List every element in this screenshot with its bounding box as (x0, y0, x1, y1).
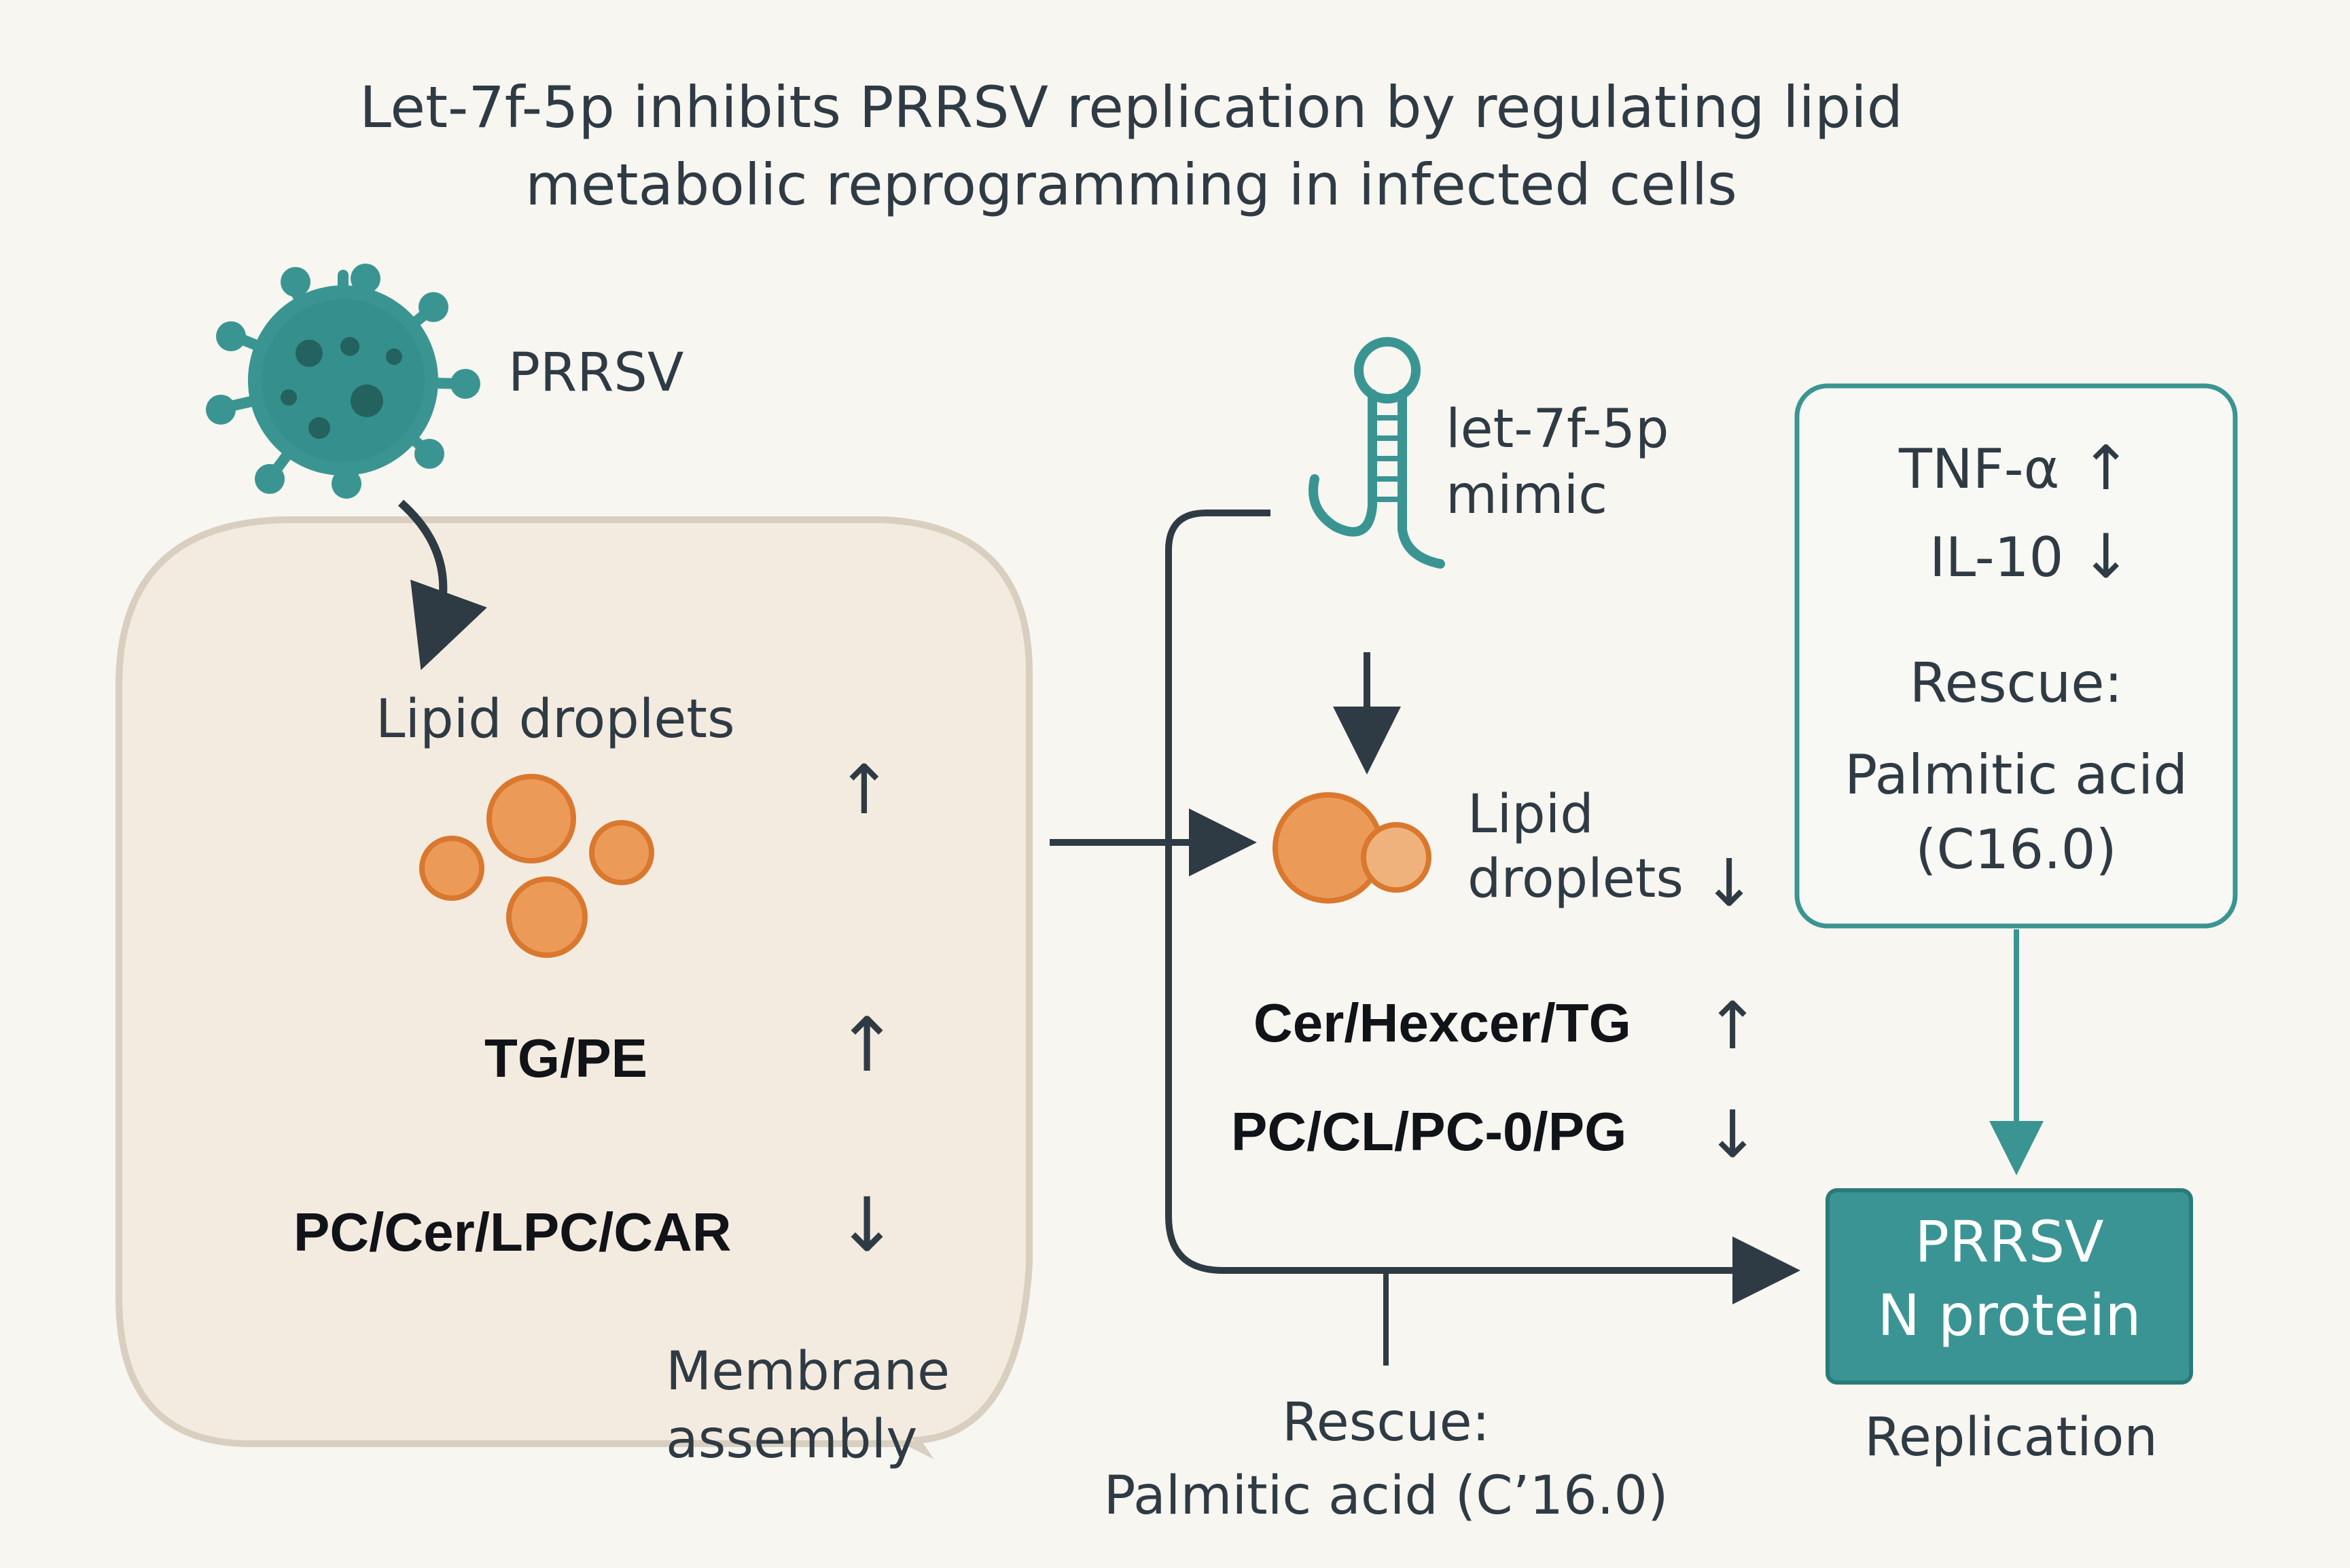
title-line-1: Let-7f-5p inhibits PRRSV replication by … (359, 74, 1903, 141)
mimic-label-line-1: let-7f-5p (1446, 399, 1669, 460)
lipid-droplets-label: Lipid droplets (376, 689, 735, 750)
pc-cl-pc0-pg-down-arrow: ↓ (1705, 1097, 1760, 1173)
pc-cl-pc0-pg-label: PC/CL/PC-0/PG (1231, 1101, 1627, 1162)
treated-lipid-down-arrow: ↓ (1702, 845, 1757, 921)
lipid-droplets-up-arrow: ↑ (836, 750, 893, 830)
tnf-alpha-up-arrow: ↑ (2080, 433, 2132, 504)
lipid-droplets-icon (419, 774, 654, 958)
infection-arrow (398, 499, 487, 671)
box-rescue-label: Rescue: (1909, 652, 2123, 715)
cytokine-box-frame (1794, 383, 2238, 929)
tnf-alpha-label: TNF-α (1899, 438, 2060, 501)
membrane-line-2: assembly (666, 1409, 918, 1470)
mimic-label-line-2: mimic (1446, 465, 1608, 526)
il10-down-arrow: ↓ (2080, 521, 2132, 592)
membrane-line-1: Membrane (666, 1341, 950, 1402)
il10-label: IL-10 (1929, 526, 2064, 589)
n-protein-line-1: PRRSV (1915, 1209, 2104, 1275)
hairpin-rna-icon (1308, 337, 1445, 569)
bottom-rescue-label: Rescue: (1282, 1392, 1490, 1453)
n-protein-line-2: N protein (1877, 1282, 2141, 1349)
pc-cer-lpc-car-label: PC/Cer/LPC/CAR (293, 1202, 732, 1262)
cer-hexcer-tg-label: Cer/Hexcer/TG (1253, 993, 1631, 1053)
bottom-palmitic-acid-label: Palmitic acid (C’16.0) (1103, 1465, 1669, 1527)
virus-label: PRRSV (508, 342, 684, 404)
tg-pe-label: TG/PE (484, 1028, 648, 1088)
n-protein-box (1826, 1188, 2193, 1385)
box-palmitic-acid-label: Palmitic acid (1844, 743, 2188, 806)
treated-lipid-label-line-1: Lipid (1467, 784, 1594, 845)
treated-lipid-label-line-2: droplets (1467, 849, 1684, 910)
replication-caption: Replication (1864, 1407, 2158, 1468)
infected-cell-shape (115, 516, 1033, 1459)
tg-pe-up-arrow: ↑ (836, 1001, 899, 1088)
title-line-2: metabolic reprogramming in infected cell… (525, 152, 1737, 218)
cer-hexcer-tg-up-arrow: ↑ (1705, 988, 1760, 1064)
pc-cer-down-arrow: ↓ (836, 1181, 899, 1268)
box-c16-label: (C16.0) (1915, 818, 2117, 881)
virus-icon (206, 264, 480, 499)
mimic-inhibition-line (1165, 510, 1800, 1304)
treated-lipid-droplets-icon (1272, 792, 1431, 904)
